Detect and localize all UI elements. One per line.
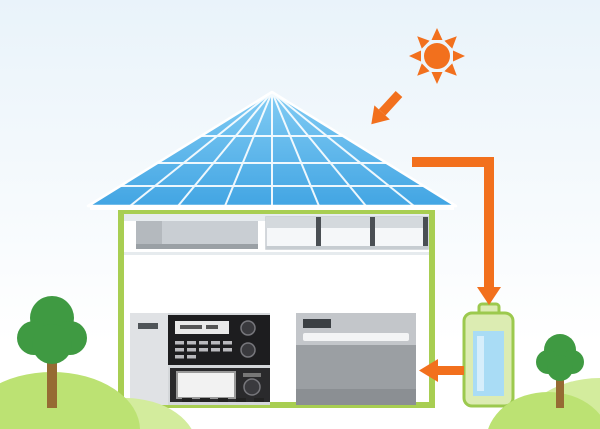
stove-display-segment bbox=[180, 325, 202, 329]
kitchen-stove-unit bbox=[130, 313, 270, 405]
roof-to-battery-arrow-head bbox=[477, 287, 501, 305]
dishwasher bbox=[296, 313, 416, 405]
stove-button bbox=[187, 355, 196, 359]
stove-knob bbox=[240, 342, 256, 358]
sun bbox=[409, 28, 465, 84]
stove-base-tick bbox=[254, 398, 264, 402]
tree-trunk bbox=[556, 370, 564, 408]
dishwasher-base bbox=[296, 389, 416, 405]
floor-divider bbox=[124, 252, 429, 255]
bush bbox=[488, 392, 600, 429]
window-separator bbox=[423, 217, 428, 249]
storage-battery bbox=[462, 302, 515, 408]
built-in-oven bbox=[170, 368, 270, 402]
stove-button bbox=[223, 341, 232, 345]
sun-disc bbox=[424, 43, 450, 69]
hood-body bbox=[136, 221, 258, 244]
window-blind bbox=[266, 217, 428, 228]
left-tree bbox=[17, 296, 87, 408]
hood-left-panel bbox=[136, 221, 162, 244]
stove-base-tick bbox=[218, 398, 228, 402]
stove-button bbox=[175, 355, 184, 359]
stove-knob bbox=[240, 320, 256, 336]
stove-button bbox=[199, 348, 208, 352]
oven-vent bbox=[243, 373, 261, 377]
tree-foliage bbox=[536, 334, 584, 381]
stove-button bbox=[211, 348, 220, 352]
tree-foliage bbox=[17, 296, 87, 364]
oven-window bbox=[176, 371, 236, 399]
roof-to-battery-arrow-shaft bbox=[412, 157, 494, 288]
sunlight-arrow-head bbox=[371, 105, 390, 125]
window-separator bbox=[316, 217, 321, 249]
sun-rays bbox=[409, 28, 465, 84]
dishwasher-handle-slot bbox=[303, 333, 409, 341]
stove-base-tick bbox=[182, 398, 192, 402]
tree-trunk bbox=[47, 352, 57, 408]
energy-flow-arrows bbox=[371, 90, 501, 382]
sunlight-arrow bbox=[371, 90, 403, 125]
stove-base-tick bbox=[236, 398, 246, 402]
stove-button bbox=[199, 341, 208, 345]
stove-button bbox=[175, 348, 184, 352]
roof-to-battery-arrow bbox=[412, 157, 501, 305]
window-separator bbox=[370, 217, 375, 249]
right-tree bbox=[536, 334, 584, 408]
stove-button bbox=[175, 341, 184, 345]
stove-button bbox=[223, 348, 232, 352]
stove-base-tick bbox=[200, 398, 210, 402]
stove-display-segment bbox=[206, 325, 218, 329]
dishwasher-badge bbox=[303, 319, 331, 328]
stove-button bbox=[187, 341, 196, 345]
battery-to-appliance-arrow bbox=[419, 359, 464, 382]
stove-side-vent bbox=[138, 323, 158, 329]
bush bbox=[0, 372, 140, 429]
house bbox=[118, 208, 435, 408]
battery-to-appliance-arrow-head bbox=[419, 359, 438, 382]
range-hood bbox=[136, 221, 258, 249]
stove-button bbox=[187, 348, 196, 352]
stove-button bbox=[211, 341, 220, 345]
second-floor-windows bbox=[265, 216, 429, 250]
window-sill bbox=[266, 246, 428, 249]
sunlight-arrow-shaft bbox=[378, 90, 403, 116]
battery-to-appliance-arrow-shaft bbox=[437, 366, 464, 375]
battery-highlight bbox=[477, 336, 484, 391]
oven-knob bbox=[243, 378, 261, 396]
hood-lip bbox=[136, 244, 258, 249]
vegetation bbox=[0, 296, 600, 429]
